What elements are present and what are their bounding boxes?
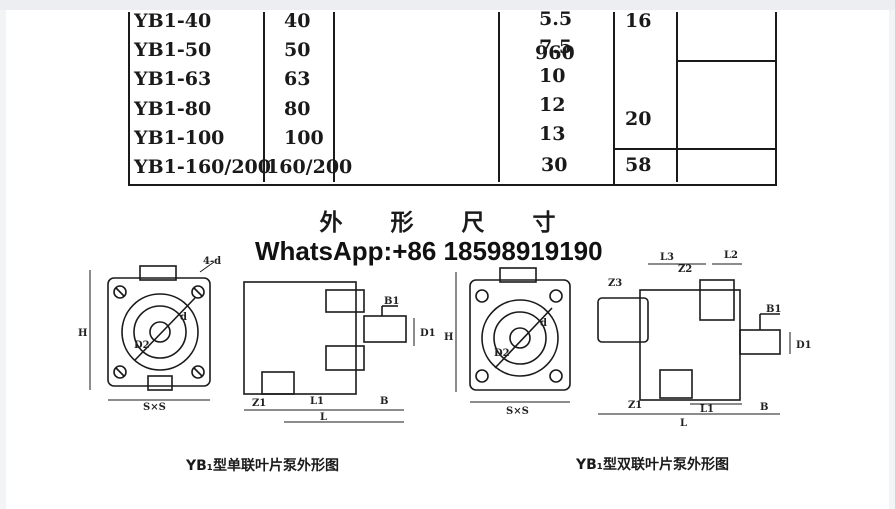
section-title: 外 形 尺 寸 [319, 210, 576, 236]
table-cell-model: YB1-80 [134, 98, 212, 120]
table-cell-power: 7.5 [539, 36, 573, 58]
table-cell-pressure: 20 [625, 108, 652, 130]
table-cell-flow: 40 [284, 10, 311, 32]
dim-square-label: S×S [506, 406, 529, 417]
dim-height-label: H [78, 328, 87, 339]
dim-height-label: H [444, 332, 453, 343]
double-pump-side-view [597, 263, 791, 415]
double-pump-front-view [455, 267, 571, 403]
dim-square-label: S×S [143, 402, 166, 413]
dim-z1-label: Z1 [628, 400, 642, 411]
dim-z1-label: Z1 [252, 398, 266, 409]
table-row-divider [613, 148, 775, 150]
table-cell-model: YB1-40 [134, 10, 212, 32]
dim-d-label: d [540, 318, 547, 329]
table-cell-model: YB1-50 [134, 39, 212, 61]
dim-d2-label: D2 [494, 348, 510, 359]
table-col-divider [263, 12, 265, 182]
table-col-divider [613, 12, 615, 186]
dim-l1-label: L1 [310, 396, 324, 407]
dim-b-label: B [760, 402, 768, 413]
table-cell-model: YB1-100 [134, 127, 225, 149]
caption-single-pump: YB₁型单联叶片泵外形图 [186, 458, 339, 474]
table-cell-power: 5.5 [539, 8, 573, 30]
table-col-divider [676, 12, 678, 182]
table-cell-flow: 50 [284, 39, 311, 61]
table-cell-model: YB1-160/200 [134, 156, 271, 178]
table-row-divider [676, 60, 776, 62]
dim-z2-label: Z2 [678, 264, 692, 275]
table-border-left [128, 12, 130, 186]
pump-drawings: 4-d H S×S D2 d B1 D1 Z1 L1 B L H S×S D2 … [78, 250, 812, 429]
spec-table: YB1-40 40 960 5.5 16 YB1-50 50 7.5 YB1-6… [120, 8, 783, 188]
dim-l-label: L [680, 418, 687, 429]
table-cell-pressure: 16 [625, 10, 652, 32]
dim-d-label: d [180, 312, 187, 323]
table-cell-power: 10 [539, 65, 566, 87]
table-col-divider [333, 12, 335, 182]
table-cell-power: 13 [539, 123, 566, 145]
dim-b1-label: B1 [766, 304, 781, 315]
table-cell-flow: 63 [284, 68, 311, 90]
dim-b1-label: B1 [384, 296, 399, 307]
table-cell-power: 12 [539, 94, 566, 116]
dim-hole-label: 4-d [203, 256, 221, 267]
whatsapp-watermark: WhatsApp:+86 18598919190 [255, 236, 603, 266]
document-page [6, 10, 889, 509]
table-cell-model: YB1-63 [134, 68, 212, 90]
table-col-divider [498, 12, 500, 182]
table-cell-pressure: 58 [625, 154, 652, 176]
table-border-bottom [128, 184, 777, 186]
table-cell-flow: 160/200 [266, 156, 353, 178]
dim-d1-label: D1 [420, 328, 436, 339]
table-cell-speed: 960 [535, 42, 575, 64]
table-border-right [775, 12, 777, 186]
dim-l3-label: L3 [660, 252, 674, 263]
dim-l1-label: L1 [700, 404, 714, 415]
dim-z3-label: Z3 [608, 278, 622, 289]
table-cell-flow: 100 [284, 127, 324, 149]
dim-d1-label: D1 [796, 340, 812, 351]
dim-b-label: B [380, 396, 388, 407]
table-cell-flow: 80 [284, 98, 311, 120]
single-pump-front-view [89, 261, 215, 401]
single-pump-side-view [243, 281, 415, 423]
top-band [0, 0, 895, 10]
dim-l-label: L [320, 412, 327, 423]
table-cell-power: 30 [541, 154, 568, 176]
dim-l2-label: L2 [724, 250, 738, 261]
dim-d2-label: D2 [134, 340, 150, 351]
caption-double-pump: YB₁型双联叶片泵外形图 [576, 457, 729, 473]
